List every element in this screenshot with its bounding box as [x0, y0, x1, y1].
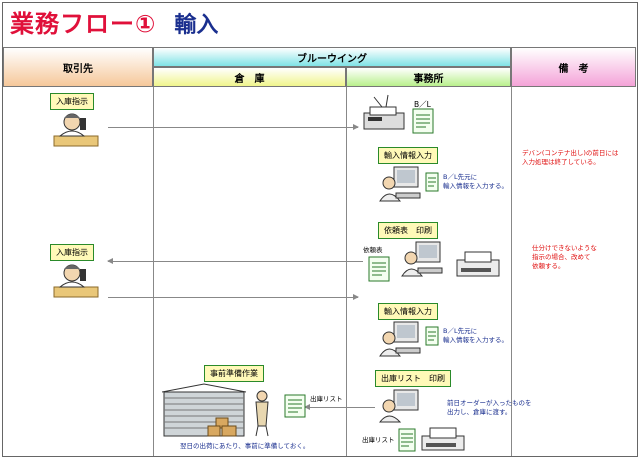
arrow-to-partner: [107, 258, 363, 264]
fax-machine-icon: [363, 94, 405, 130]
document-icon: [425, 326, 439, 346]
person-computer-icon: [379, 321, 421, 357]
header-warehouse: 倉 庫: [153, 67, 346, 87]
warehouse-bottom-text: 翌日の出荷にあたり、事前に準備しておく。: [180, 442, 310, 450]
page-subtitle: 輸入: [174, 13, 219, 38]
printer-icon: [456, 251, 500, 277]
document-icon: [368, 256, 390, 282]
arrow-to-warehouse: [304, 404, 375, 410]
header-notes: 備 考: [511, 47, 636, 87]
box-shipping-list-print: 出庫リスト 印刷: [375, 370, 451, 387]
person-computer-icon: [379, 166, 421, 202]
printer-icon: [421, 427, 465, 451]
box-import-info-input-2: 輸入情報入力: [378, 303, 438, 320]
box-import-info-input-1: 輸入情報入力: [378, 147, 438, 164]
column-divider: [511, 87, 512, 456]
document-icon: [412, 108, 434, 134]
header-office: 事務所: [346, 67, 511, 87]
person-phone-icon: [53, 113, 99, 147]
note-2: 仕分けできないような 指示の場合、改めて 依頼する。: [532, 244, 597, 271]
warehouse-list-label: 出庫リスト: [310, 395, 343, 403]
bl-label: B／L: [414, 100, 431, 109]
bl-text-2: B／L先元に 輸入情報を入力する。: [443, 327, 508, 344]
document-icon: [398, 428, 416, 452]
document-icon: [425, 172, 439, 192]
order-text: 前日オーダーが入ったものを 出力し、倉庫に渡す。: [447, 399, 532, 416]
page-title: 業務フロー①: [10, 10, 157, 38]
warehouse-icon: [162, 383, 269, 437]
person-computer-icon: [378, 389, 419, 423]
column-divider: [153, 87, 154, 456]
box-inbound-instruction-2: 入庫指示: [50, 244, 94, 261]
document-icon: [284, 394, 306, 418]
box-advance-preparation: 事前準備作業: [204, 365, 264, 382]
header-partner: 取引先: [3, 47, 153, 87]
arrow-to-office: [108, 124, 359, 130]
arrow-to-office: [108, 294, 359, 300]
box-inbound-instruction-1: 入庫指示: [50, 93, 94, 110]
person-computer-icon: [401, 241, 443, 277]
header-company: ブルーウイング: [153, 47, 511, 67]
person-phone-icon: [53, 264, 99, 298]
title-area: 業務フロー① 輸入: [10, 4, 218, 44]
note-1: デバン(コンテナ出し)の前日には 入力処理は終了している。: [522, 149, 619, 167]
request-label: 依頼表: [363, 246, 383, 254]
office-list-label: 出庫リスト: [362, 436, 395, 444]
column-divider: [346, 87, 347, 456]
box-request-print: 依頼表 印刷: [378, 222, 438, 239]
bl-text-1: B／L先元に 輸入情報を入力する。: [443, 173, 508, 190]
